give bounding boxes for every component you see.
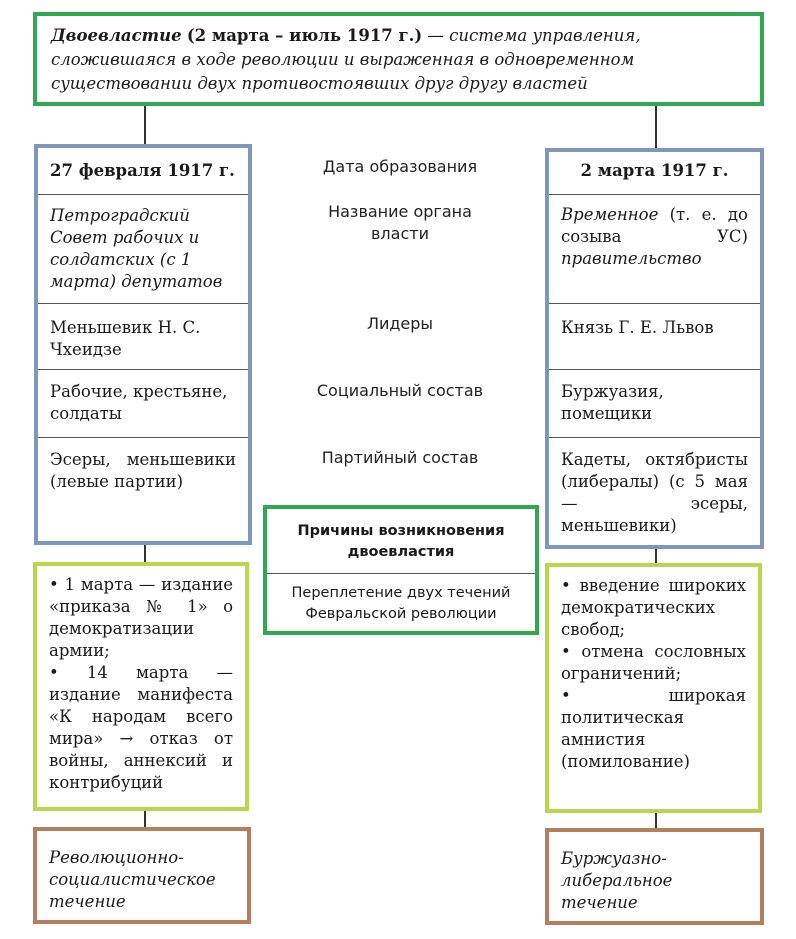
left-parties: Эсеры, меньшевики (левые партии): [50, 450, 236, 491]
left-divider: [38, 303, 248, 304]
left-column-box: 27 февраля 1917 г. Петроградский Совет р…: [34, 144, 252, 545]
right-current-text: Буржуазно-либеральное течение: [561, 849, 673, 912]
label-social: Социальный состав: [316, 381, 484, 400]
definition-dates: (2 марта – июль 1917 г.): [186, 26, 423, 45]
definition-text: Двоевластие (2 марта – июль 1917 г.) — с…: [51, 24, 746, 96]
right-leaders: Князь Г. Е. Львов: [561, 318, 714, 337]
list-item: • 1 марта — издание «приказа № 1» о демо…: [49, 575, 233, 660]
connector-top-right: [655, 106, 657, 148]
causes-text: Переплетение двух течений Февральской ре…: [291, 585, 511, 622]
right-column-box: 2 марта 1917 г. Временное (т. е. до созы…: [545, 148, 764, 549]
left-current-box: Революционно-социалистическое течение: [33, 827, 251, 924]
definition-term: Двоевластие: [51, 26, 182, 45]
left-divider: [38, 194, 248, 195]
right-divider: [549, 437, 760, 438]
right-name: Временное (т. е. до созыва УС) правитель…: [549, 204, 760, 270]
left-current-text: Революционно-социалистическое течение: [49, 848, 216, 911]
right-parties: Кадеты, октябристы (либералы) (с 5 мая —…: [561, 450, 748, 535]
label-leaders: Лидеры: [366, 314, 434, 333]
definition-rest: — система управления, сложившаяся в ходе…: [51, 26, 641, 93]
causes-divider: [267, 573, 535, 574]
label-date: Дата образования: [322, 157, 478, 176]
list-item: • введение широких демократических свобо…: [561, 576, 746, 639]
connector-top-left: [144, 106, 146, 144]
right-name-part: правительство: [561, 249, 702, 268]
right-divider: [549, 303, 760, 304]
left-actions-box: • 1 марта — издание «приказа № 1» о демо…: [33, 562, 249, 811]
left-actions-list: • 1 марта — издание «приказа № 1» о демо…: [49, 574, 233, 794]
right-name-part: Временное: [561, 205, 659, 224]
left-social: Рабочие, крестьяне, солдаты: [50, 382, 228, 423]
right-date: 2 марта 1917 г.: [580, 161, 729, 180]
left-name: Петроградский Совет рабочих и солдатских…: [50, 206, 223, 291]
label-parties: Партийный состав: [321, 448, 479, 467]
right-actions-list: • введение широких демократических свобо…: [561, 575, 746, 773]
connector-left-mid: [144, 545, 146, 562]
connector-right-mid: [655, 549, 657, 563]
left-date: 27 февраля 1917 г.: [50, 161, 235, 180]
right-divider: [549, 369, 760, 370]
connector-right-bottom: [655, 813, 657, 828]
right-actions-box: • введение широких демократических свобо…: [545, 563, 762, 813]
list-item: • 14 марта — издание манифеста «К народа…: [49, 663, 233, 792]
causes-title: Причины возникновения двоевластия: [297, 523, 505, 560]
list-item: • отмена сословных ограничений;: [561, 642, 746, 683]
connector-left-bottom: [144, 811, 146, 827]
label-name: Название органа власти: [328, 202, 472, 243]
right-divider: [549, 194, 760, 195]
left-divider: [38, 369, 248, 370]
left-leaders: Меньшевик Н. С. Чхеидзе: [50, 318, 201, 359]
list-item: • широкая политическая амнистия (помилов…: [561, 686, 746, 771]
right-name-part: (т. е. до созыва УС): [561, 205, 748, 246]
right-current-box: Буржуазно-либеральное течение: [545, 828, 764, 925]
right-social: Буржуазия, помещики: [561, 382, 664, 423]
left-divider: [38, 437, 248, 438]
definition-box: Двоевластие (2 марта – июль 1917 г.) — с…: [33, 12, 764, 106]
causes-box: Причины возникновения двоевластия Перепл…: [263, 505, 539, 635]
